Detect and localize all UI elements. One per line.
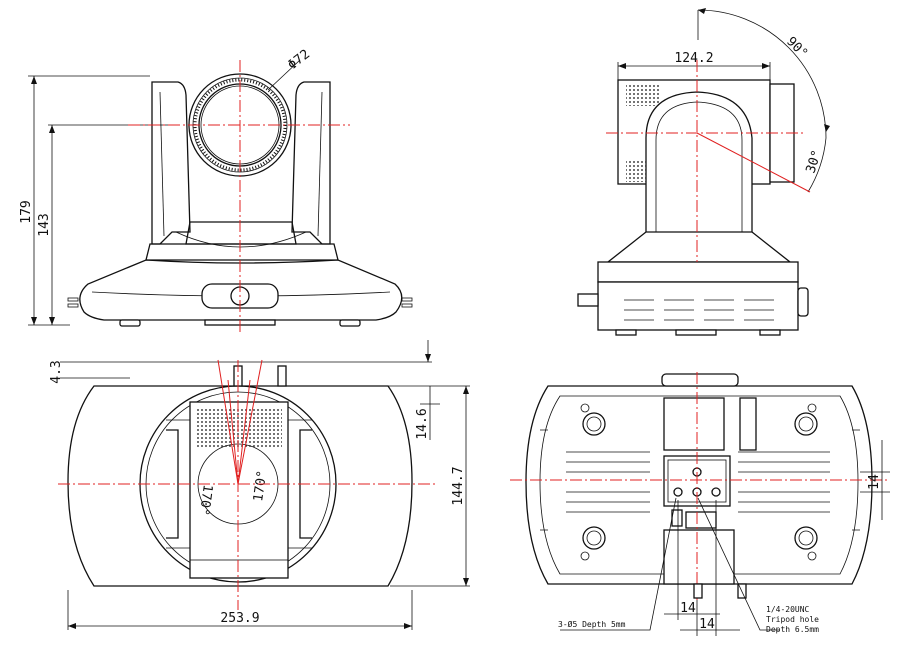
top-view: 4.3 144.7 14.6 253.9 [49,340,470,630]
width-label: 253.9 [220,611,259,626]
bottom-vents [566,451,830,513]
vent-slots [624,299,774,321]
tilt-down-label: 30° [804,148,826,175]
pan-left-label: 170° [196,483,215,516]
depth-label: 124.2 [674,51,713,66]
tripod-note-line1: 1/4-20UNC [766,605,810,614]
offset-label: 14.6 [415,408,430,439]
lens-diameter-label: Φ72 [285,47,313,73]
base-offset-label: 4.3 [49,360,64,383]
hole-spacing-2: 14 [699,617,715,632]
screw-note: 3-Ø5 Depth 5mm [558,619,626,629]
tilt-up-label: 90° [783,34,810,61]
pan-right-label: 170° [251,469,270,502]
hole-spacing-1: 14 [680,601,696,616]
front-view: 179 143 Φ72 [19,47,413,335]
hole-offset-label: 14 [867,474,882,490]
height-total-label: 179 [19,200,34,223]
height-lens-label: 143 [37,213,52,236]
bottom-view: 14 14 14 3-Ø5 Depth 5mm 1/4-20UNC Tripod… [510,372,890,636]
tripod-note-line3: Depth 6.5mm [766,625,819,634]
side-view: 124.2 90° 30° [577,8,830,336]
depth-label: 144.7 [451,466,466,505]
tripod-note-line2: Tripod hole [766,615,819,624]
